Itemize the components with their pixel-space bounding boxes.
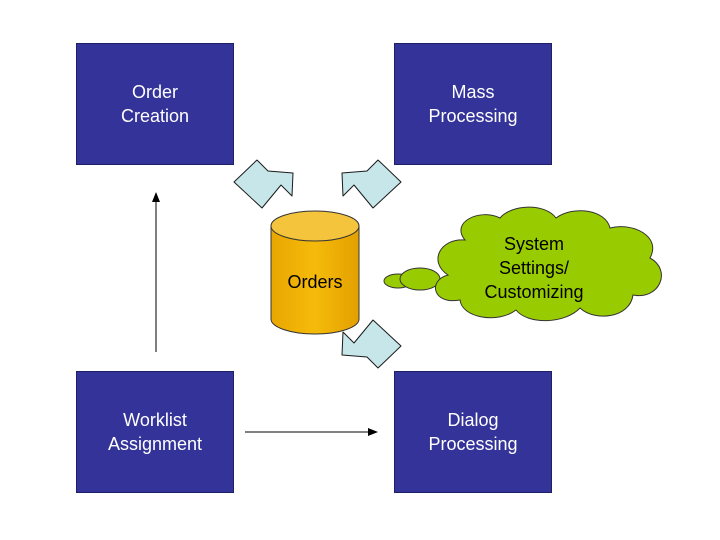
orders-database: Orders	[270, 210, 360, 335]
cloud-body	[435, 206, 662, 322]
mass-processing-box: Mass Processing	[394, 43, 552, 165]
block-arrow-order-creation-to-orders	[233, 159, 294, 209]
cloud-bubble-medium	[399, 267, 441, 291]
dialog-processing-label: Dialog Processing	[428, 410, 518, 454]
block-arrow-dialog-to-orders	[341, 319, 402, 369]
order-creation-box: Order Creation	[76, 43, 234, 165]
system-settings-cloud	[383, 206, 662, 322]
block-arrow-mass-processing-to-orders	[341, 159, 402, 209]
system-settings-label: System Settings/ Customizing	[484, 234, 584, 302]
worklist-assignment-box: Worklist Assignment	[76, 371, 234, 493]
dialog-processing-box: Dialog Processing	[394, 371, 552, 493]
order-creation-label: Order Creation	[120, 82, 190, 126]
orders-label: Orders	[287, 272, 342, 292]
worklist-assignment-label: Worklist Assignment	[107, 410, 203, 454]
mass-processing-label: Mass Processing	[428, 82, 518, 126]
